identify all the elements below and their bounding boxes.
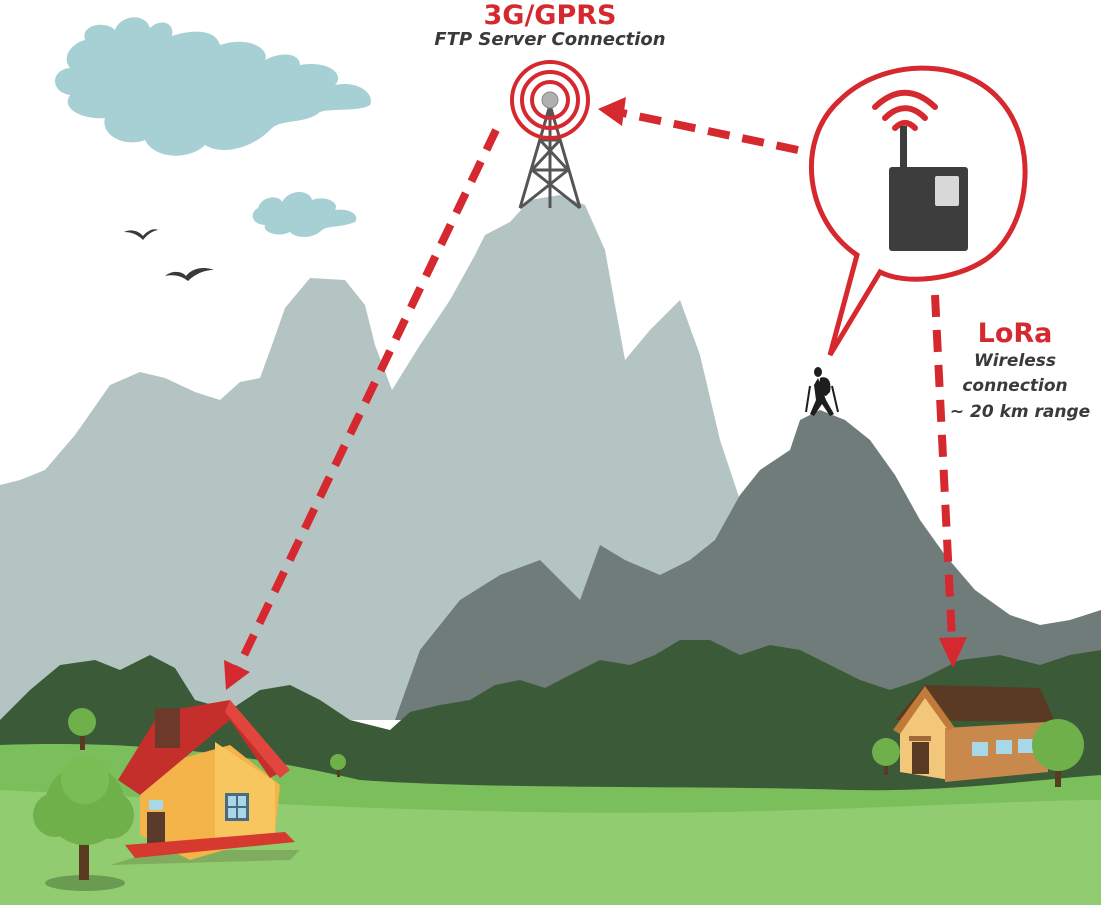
hiker-icon — [805, 367, 839, 416]
cloud-icon-large — [55, 17, 371, 156]
tree-icon — [68, 708, 346, 777]
gprs-subtitle: FTP Server Connection — [434, 29, 666, 50]
lora-title: LoRa — [977, 318, 1053, 349]
mountain-near — [395, 410, 1101, 720]
house-icon-right — [893, 685, 1055, 782]
tower-to-house-link — [224, 128, 500, 690]
lora-device-icon — [889, 126, 968, 251]
cloud-icon-small — [252, 192, 357, 237]
wifi-waves-icon — [872, 89, 938, 131]
lora-line-1: Wireless — [973, 351, 1057, 371]
tree-icon-right — [872, 719, 1084, 787]
signal-rings-icon — [510, 60, 590, 140]
antenna-dot — [541, 91, 559, 109]
tree-icon-large — [33, 756, 134, 891]
bird-icon — [124, 229, 214, 281]
gprs-title: 3G/GPRS — [483, 0, 617, 31]
mountain-far — [0, 195, 760, 720]
lora-line-2: connection — [962, 376, 1068, 396]
lora-to-house-link — [931, 294, 967, 668]
lora-line-3: ~ 20 km range — [949, 402, 1091, 422]
lora-to-tower-link — [598, 97, 799, 154]
house-icon-left — [110, 700, 300, 865]
